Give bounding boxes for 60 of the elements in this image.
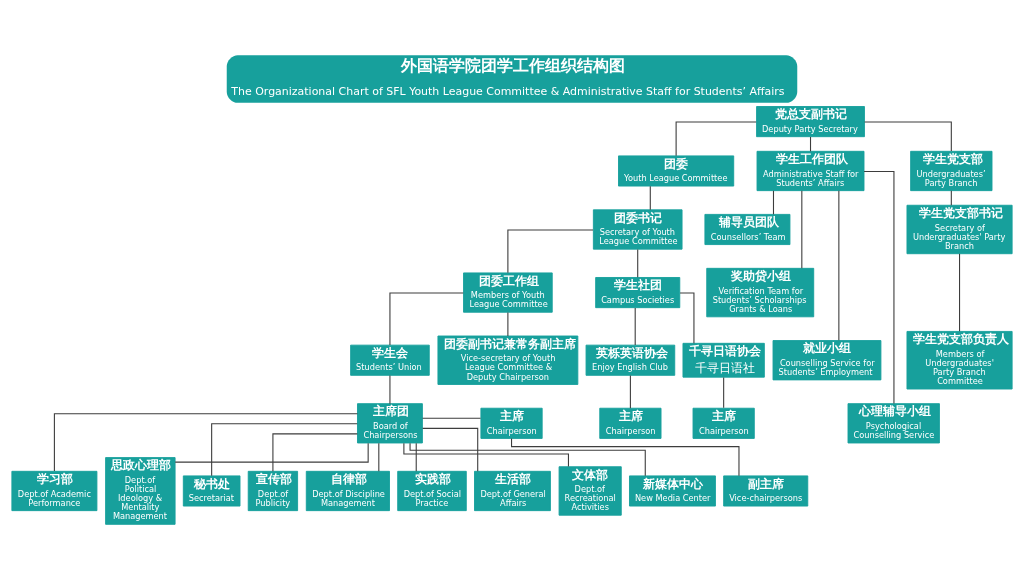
node-box: 学生工作团队 Administrative Staff for Students’ Affairs <box>756 150 865 191</box>
connector <box>507 311 509 336</box>
node-box: 党总支副书记 Deputy Party Secretary <box>756 105 865 137</box>
connector <box>838 189 840 341</box>
connector <box>801 189 803 269</box>
connector <box>679 291 695 344</box>
connector <box>272 432 358 472</box>
node-box: 团委工作组 Members of Youth League Committee <box>463 271 553 313</box>
connector <box>507 228 594 273</box>
node-box: 团委书记 Secretary of Youth League Committee <box>592 208 683 250</box>
node-box: 学生社团 Campus Societies <box>595 276 681 308</box>
node-box: 主席团 Board of Chairpersons <box>357 402 423 443</box>
node-box: 实践部 Dept.of Social Practice <box>397 470 467 511</box>
node-box: 学生党支部 Undergraduates’ Party Branch <box>910 150 993 191</box>
node-box: 学习部 Dept.of Academic Performance <box>11 470 98 511</box>
node-box: 千寻日语协会 千寻日语社 <box>682 342 765 378</box>
connector <box>675 121 757 156</box>
node-box: 学生党支部负责人 Members of Undergraduates' Party Branch Committee <box>906 330 1013 389</box>
node-box: 奖助贷小组 Verification Team for Students’ Scholarships Grants & Loans <box>706 267 815 317</box>
connector <box>389 291 464 346</box>
connector <box>211 422 358 476</box>
node-box: 英栎英语协会 Enjoy English Club <box>585 344 676 376</box>
node-box: 主席 Chairperson <box>480 407 543 439</box>
connector <box>53 412 359 472</box>
diagram-title: 外国语学院团学工作组织结构图 The Organizational Chart of SFL Youth League Committee & Administrative Staff for Students’ Affairs <box>231 56 785 98</box>
connector <box>409 442 646 476</box>
node-box: 辅导员团队 Counsellors’ Team <box>704 213 791 245</box>
node-box: 宣传部 Dept.of Publicity <box>247 470 299 511</box>
connector <box>772 189 775 215</box>
connector <box>629 374 631 409</box>
connector <box>959 252 961 332</box>
connector <box>378 442 380 472</box>
node-box: 思政心理部 Dept.of Political Ideology & Mentality Management <box>105 456 176 525</box>
node-box: 团委副书记兼常务副主席 Vice-secretary of Youth League Committee & Deputy Chairperson <box>437 335 579 385</box>
node-box: 副主席 Vice-chairpersons <box>723 474 809 506</box>
node-box: 主席 Chairperson <box>692 407 755 439</box>
connector <box>421 417 482 419</box>
node-box: 秘书处 Secretariat <box>182 474 241 506</box>
connector <box>637 248 639 278</box>
node-box: 就业小组 Counselling Service for Students’ Employment <box>772 339 882 380</box>
connector <box>174 442 369 463</box>
connector <box>389 374 391 404</box>
connector <box>723 376 725 408</box>
connector <box>403 442 569 467</box>
connector <box>511 437 740 476</box>
connector <box>864 121 952 152</box>
node-box: 学生党支部书记 Secretary of Undergraduates' Party Branch <box>906 204 1013 254</box>
node-box: 自律部 Dept.of Discipline Management <box>305 470 390 511</box>
connector <box>415 442 417 472</box>
node-box: 文体部 Dept.of Recreational Activities <box>558 465 622 516</box>
connector <box>863 170 895 404</box>
node-box: 团委 Youth League Committee <box>618 154 735 186</box>
node-box: 主席 Chairperson <box>599 407 662 439</box>
connector <box>422 427 479 472</box>
connector <box>634 306 636 345</box>
connector <box>649 185 651 210</box>
node-box: 心理辅导小组 Psychological Counselling Service <box>847 402 940 443</box>
node-box: 新媒体中心 New Media Center <box>629 474 716 506</box>
node-box: 学生会 Students’ Union <box>350 344 430 376</box>
node-box: 生活部 Dept.of General Affairs <box>474 470 551 511</box>
